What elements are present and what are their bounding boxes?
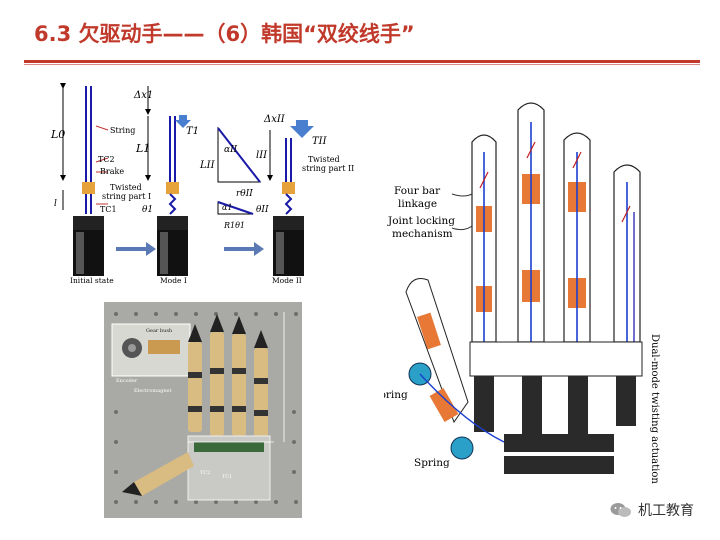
photo-label-tc2: TC2 xyxy=(200,470,210,476)
watermark-text: 机工教育 xyxy=(638,503,694,519)
title-divider-thin xyxy=(24,64,700,65)
label-twisted-1b: string part I xyxy=(102,192,151,201)
photo-label-electromagnet: Electromagnet xyxy=(134,388,172,394)
finger-outlines xyxy=(471,102,641,343)
tension-arrow-icon xyxy=(175,115,191,128)
thumb xyxy=(405,278,505,460)
label-tc2: TC2 xyxy=(98,155,115,164)
label-dxii: ΔxII xyxy=(263,114,286,125)
stage-label-mode2: Mode II xyxy=(272,276,302,285)
label-theta1: θ1 xyxy=(142,205,153,215)
arrow-right-icon xyxy=(116,242,156,256)
label-brake: Brake xyxy=(100,167,124,176)
actuators xyxy=(474,376,636,474)
label-string: String xyxy=(110,126,135,135)
label-linkage-2: linkage xyxy=(398,198,437,210)
label-tii: TII xyxy=(312,136,328,147)
photo-fingers xyxy=(188,314,268,438)
label-twisted-2b: string part II xyxy=(302,164,354,173)
label-alpha2: αII xyxy=(224,145,238,155)
geometry-triangles: αII LII rθII α1 R1θ1 xyxy=(199,126,262,230)
photo-label-encoder: Encoder xyxy=(116,378,138,384)
hand-mechanism-diagram: Four bar linkage Joint locking mechanism… xyxy=(384,102,660,484)
photo-label-gear-bush: Gear bush xyxy=(146,328,173,334)
arrow-right-icon xyxy=(224,242,264,256)
stage-label-initial: Initial state xyxy=(70,276,114,285)
label-r1-theta1: R1θ1 xyxy=(223,221,245,230)
label-l1: L1 xyxy=(135,142,150,155)
stage-initial: L0 l String TC2 Brake Twisted string par… xyxy=(50,83,151,285)
stage-mode-2: ΔxII lII TII Twisted string part II θII … xyxy=(256,114,354,285)
twisted-string-diagram: L0 l String TC2 Brake Twisted string par… xyxy=(50,83,354,285)
label-t1: T1 xyxy=(186,126,199,137)
tension-arrow-icon xyxy=(290,120,314,138)
label-l-small: l xyxy=(54,199,57,209)
slide-title: 6.3 欠驱动手——（6）韩国“双绞线手” xyxy=(34,22,415,46)
title-divider xyxy=(24,60,700,63)
label-twisted-2a: Twisted xyxy=(308,155,340,164)
label-l0: L0 xyxy=(50,128,65,141)
brakes xyxy=(479,141,631,223)
prototype-photo: Gear bush Encoder Electromagnet TC2 TC1 xyxy=(104,302,302,518)
label-r-theta2: rθII xyxy=(236,189,253,199)
label-spring-1: Spring xyxy=(384,389,408,401)
photo-label-tc1: TC1 xyxy=(222,474,232,480)
label-linkage-3: Joint locking xyxy=(387,215,455,227)
label-dual-mode: Dual-mode twisting actuation xyxy=(649,334,660,484)
stage-label-mode1: Mode I xyxy=(160,276,187,285)
label-dx1: Δx1 xyxy=(133,90,153,101)
wechat-icon xyxy=(610,503,631,517)
label-tc1: TC1 xyxy=(100,205,117,214)
label-lii: LII xyxy=(199,160,216,171)
label-alpha1: α1 xyxy=(222,203,233,212)
label-linkage-4: mechanism xyxy=(392,228,453,240)
label-theta2: θII xyxy=(256,205,269,215)
label-spring-2: Spring xyxy=(414,457,450,469)
label-twisted-1a: Twisted xyxy=(110,183,142,192)
label-linkage-1: Four bar xyxy=(394,185,441,197)
stage-mode-1: Δx1 L1 T1 Mode I θ1 xyxy=(133,86,199,285)
watermark: 机工教育 xyxy=(610,500,694,520)
label-l-ii-small: lII xyxy=(256,150,268,161)
